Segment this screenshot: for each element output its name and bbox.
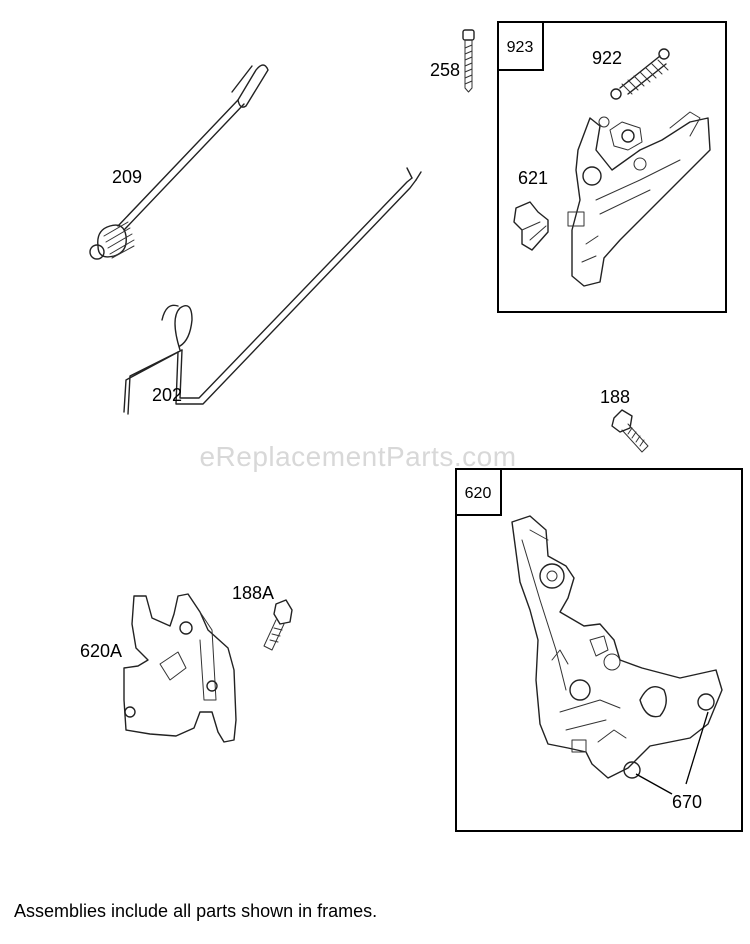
label-258: 258 — [430, 60, 460, 80]
label-621: 621 — [518, 168, 548, 188]
label-922: 922 — [592, 48, 622, 68]
bolt-188 — [611, 409, 649, 453]
assembly-frame-923 — [497, 21, 727, 313]
label-202: 202 — [152, 385, 182, 405]
footnote-text: Assemblies include all parts shown in fr… — [14, 901, 378, 921]
label-670: 670 — [672, 792, 702, 812]
bracket-plate-620A — [123, 593, 237, 743]
frame-923-tag — [497, 21, 544, 71]
link-rod-202 — [123, 167, 422, 415]
frame-620-tag — [455, 468, 502, 516]
label-620A: 620A — [80, 641, 122, 661]
bolt-188A — [263, 599, 293, 651]
spring-922 — [610, 48, 670, 100]
screw-258 — [462, 29, 475, 93]
watermark-text: eReplacementParts.com — [199, 441, 516, 472]
label-188: 188 — [600, 387, 630, 407]
label-188A: 188A — [232, 583, 274, 603]
governor-control-assembly — [567, 111, 711, 287]
bracket-621 — [513, 201, 549, 251]
label-923: 923 — [507, 39, 534, 56]
control-plate-assembly-620 — [511, 515, 723, 779]
assembly-frame-620 — [455, 468, 743, 832]
label-620: 620 — [465, 485, 492, 502]
spring-rod-209 — [89, 64, 269, 260]
label-209: 209 — [112, 167, 142, 187]
leader-670 — [635, 711, 709, 795]
